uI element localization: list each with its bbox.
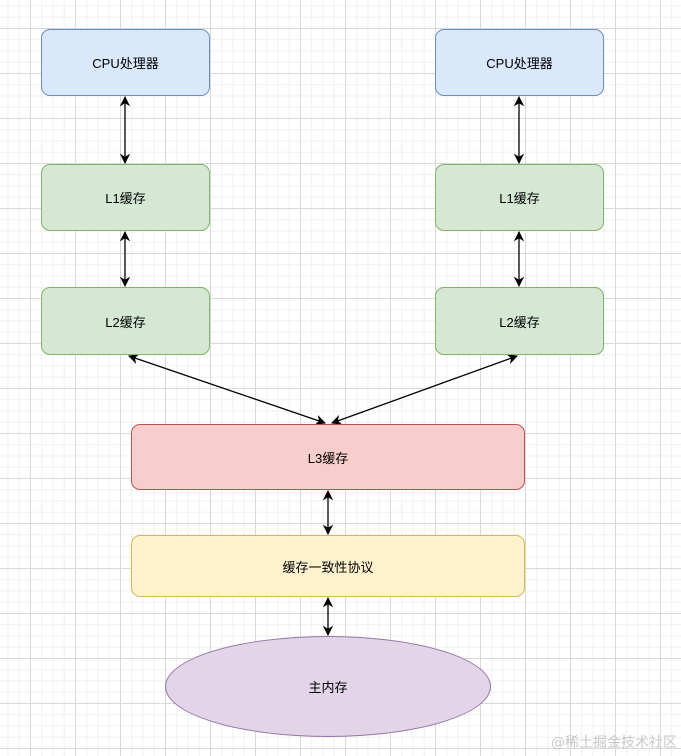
cpu-right-node[interactable]: CPU处理器	[435, 29, 604, 96]
l2-right-label: L2缓存	[499, 314, 540, 330]
cpu-left-node[interactable]: CPU处理器	[41, 29, 210, 96]
l2-left-node[interactable]: L2缓存	[41, 287, 210, 355]
l1-left-node[interactable]: L1缓存	[41, 164, 210, 231]
l2-right-node[interactable]: L2缓存	[435, 287, 604, 355]
edge-l2-l3-left[interactable]	[128, 354, 326, 425]
main-memory-label: 主内存	[308, 680, 348, 695]
l1-right-label: L1缓存	[499, 191, 540, 206]
coherence-protocol-label: 缓存一致性协议	[282, 559, 374, 575]
l3-node[interactable]: L3缓存	[131, 424, 525, 490]
l1-right-node[interactable]: L1缓存	[435, 164, 604, 231]
edge-l2-l3-right[interactable]	[331, 354, 518, 425]
watermark: @稀土掘金技术社区	[551, 735, 677, 751]
l3-label: L3缓存	[307, 450, 349, 466]
l2-left-label: L2缓存	[105, 314, 146, 330]
cpu-left-label: CPU处理器	[92, 56, 159, 71]
l1-left-label: L1缓存	[105, 191, 146, 206]
main-memory-node[interactable]: 主内存	[165, 636, 491, 737]
cpu-right-label: CPU处理器	[486, 56, 553, 71]
coherence-protocol-node[interactable]: 缓存一致性协议	[131, 535, 525, 597]
